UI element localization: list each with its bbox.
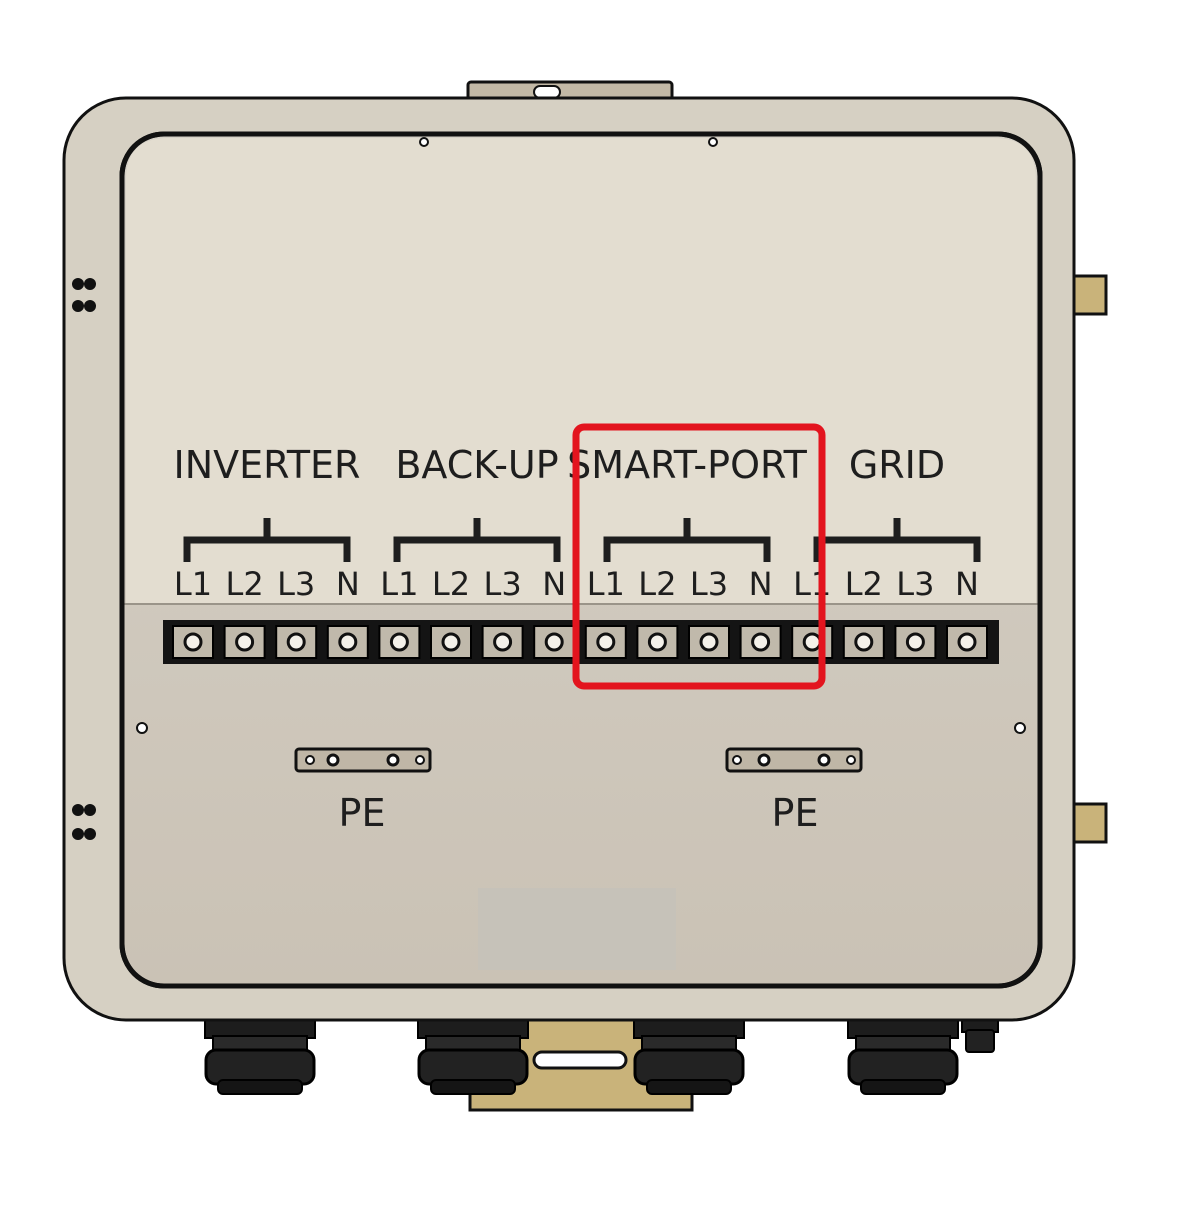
group-bracket	[813, 518, 981, 562]
cable-gland	[847, 1019, 959, 1095]
group-title: INVERTER	[174, 443, 361, 487]
group-bracket	[183, 518, 351, 562]
terminal-screw	[275, 625, 318, 659]
terminal-screw	[533, 625, 576, 659]
terminal-label: L3	[690, 565, 728, 603]
cable-gland	[633, 1019, 745, 1095]
terminal-label: N	[336, 565, 360, 603]
pe-label-left: PE	[339, 791, 386, 835]
pe-label-right: PE	[772, 791, 819, 835]
terminal-label: L1	[380, 565, 418, 603]
terminal-screw	[584, 625, 627, 659]
cable-glands	[204, 1019, 999, 1095]
pe-bar-left	[294, 747, 432, 773]
terminal-label: L3	[484, 565, 522, 603]
terminal-label: N	[749, 565, 773, 603]
small-connector	[961, 1019, 999, 1053]
terminal-label: N	[955, 565, 979, 603]
terminal-label: L1	[587, 565, 625, 603]
terminal-label: L1	[174, 565, 212, 603]
terminal-screw	[946, 625, 988, 659]
left-latch-holes	[72, 278, 96, 840]
terminal-screw	[894, 625, 937, 659]
terminal-label: L2	[432, 565, 470, 603]
terminal-screw	[688, 625, 730, 659]
terminal-label: L3	[896, 565, 934, 603]
terminal-label: L3	[277, 565, 315, 603]
terminal-screws	[172, 625, 988, 659]
terminal-screw	[842, 625, 885, 659]
group-title: BACK-UP	[395, 443, 558, 487]
terminal-screw	[481, 625, 524, 659]
terminal-screw	[791, 625, 834, 659]
cable-gland	[417, 1019, 529, 1095]
group-bracket	[603, 518, 771, 562]
terminal-screw	[326, 625, 369, 659]
terminal-label: L2	[845, 565, 883, 603]
terminal-label: N	[542, 565, 566, 603]
terminal-screw	[378, 625, 421, 659]
smart-port-highlight	[572, 423, 826, 690]
terminal-screw	[636, 625, 679, 659]
group-title: GRID	[849, 443, 945, 487]
terminal-screw	[223, 625, 266, 659]
group-bracket	[393, 518, 561, 562]
terminal-label: L2	[638, 565, 676, 603]
pe-bar-right	[725, 747, 863, 773]
group-labels: INVERTER L1 L2 L3 N BACK-UP L1 L2 L3 N SMART-PORT L…	[174, 443, 981, 603]
terminal-screw	[739, 625, 782, 659]
group-title: SMART-PORT	[567, 443, 807, 487]
cable-gland	[204, 1019, 316, 1095]
terminal-label: L1	[793, 565, 831, 603]
terminal-screw	[172, 625, 214, 659]
inner-panel	[119, 131, 1043, 989]
terminal-screw	[430, 625, 472, 659]
terminal-label: L2	[226, 565, 264, 603]
